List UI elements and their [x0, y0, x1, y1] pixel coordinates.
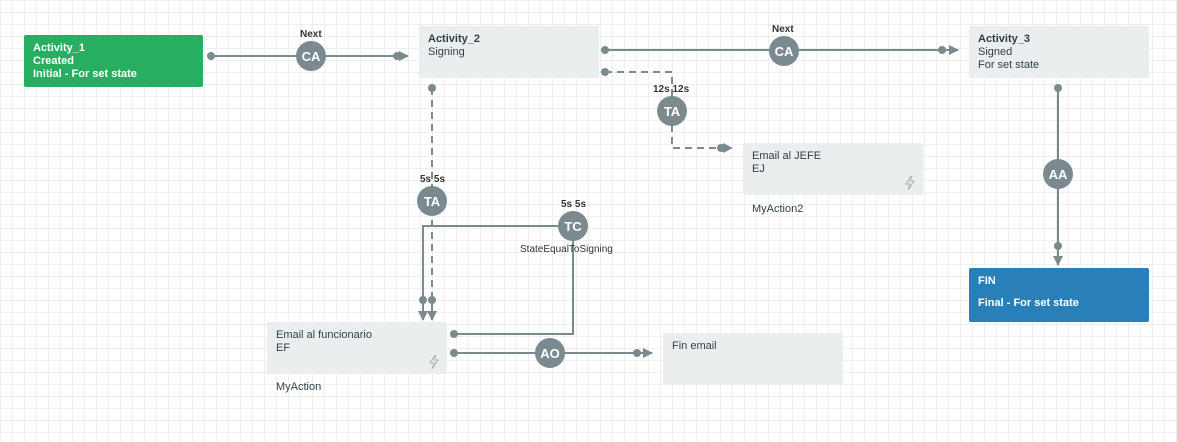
node-title: Activity_1	[33, 42, 85, 54]
svg-text:TC: TC	[564, 219, 582, 234]
label-next-1: Next	[300, 29, 322, 40]
svg-text:AA: AA	[1049, 167, 1068, 182]
badge-ta-jefe[interactable]: TA	[657, 96, 687, 126]
node-line: Signed	[978, 46, 1013, 58]
svg-text:TA: TA	[424, 194, 441, 209]
label-state-equal: StateEqualToSigning	[520, 244, 613, 255]
label-next-2: Next	[772, 24, 794, 35]
lightning-icon	[905, 176, 915, 190]
node-line: Created	[33, 55, 74, 67]
node-line: For set state	[978, 59, 1040, 71]
node-line: Final - For set state	[978, 297, 1079, 309]
node-activity-1[interactable]: Activity_1 Created Initial - For set sta…	[24, 35, 203, 87]
node-email-funcionario[interactable]: Email al funcionario EF	[267, 322, 447, 374]
node-email-jefe[interactable]: Email al JEFE EJ	[743, 143, 923, 195]
caption-myaction: MyAction	[276, 381, 322, 393]
badge-ca-1[interactable]: CA	[296, 41, 326, 71]
node-title: Activity_3	[978, 33, 1030, 45]
node-fin-email[interactable]: Fin email	[663, 333, 843, 385]
node-title: Email al JEFE	[752, 150, 822, 162]
label-timer-jefe: 12s 12s	[653, 84, 690, 95]
node-activity-3[interactable]: Activity_3 Signed For set state	[969, 26, 1149, 78]
node-title: Fin email	[672, 340, 717, 352]
label-timer-funcionario: 5s 5s	[420, 174, 446, 185]
node-title: FIN	[978, 275, 996, 287]
node-line: Initial - For set state	[33, 68, 137, 80]
caption-myaction2: MyAction2	[752, 203, 804, 215]
node-title: Activity_2	[428, 33, 480, 45]
badge-ta-funcionario[interactable]: TA	[417, 186, 447, 216]
node-line: EJ	[752, 163, 765, 175]
connection-a2-to-email-funcionario[interactable]	[427, 84, 437, 321]
svg-text:TA: TA	[664, 104, 681, 119]
badge-tc[interactable]: TC	[558, 211, 588, 241]
node-fin[interactable]: FIN Final - For set state	[969, 268, 1149, 322]
svg-text:CA: CA	[775, 44, 794, 59]
badge-aa[interactable]: AA	[1043, 159, 1073, 189]
svg-text:CA: CA	[302, 49, 321, 64]
node-activity-2[interactable]: Activity_2 Signing	[419, 26, 599, 78]
badge-ao[interactable]: AO	[535, 338, 565, 368]
node-line: Signing	[428, 46, 465, 58]
label-timer-loop: 5s 5s	[561, 199, 587, 210]
connection-a2-to-email-jefe[interactable]	[601, 68, 733, 153]
lightning-icon	[429, 355, 439, 369]
svg-text:AO: AO	[540, 346, 560, 361]
badge-ca-2[interactable]: CA	[769, 36, 799, 66]
node-title: Email al funcionario	[276, 329, 372, 341]
node-line: EF	[276, 342, 291, 354]
